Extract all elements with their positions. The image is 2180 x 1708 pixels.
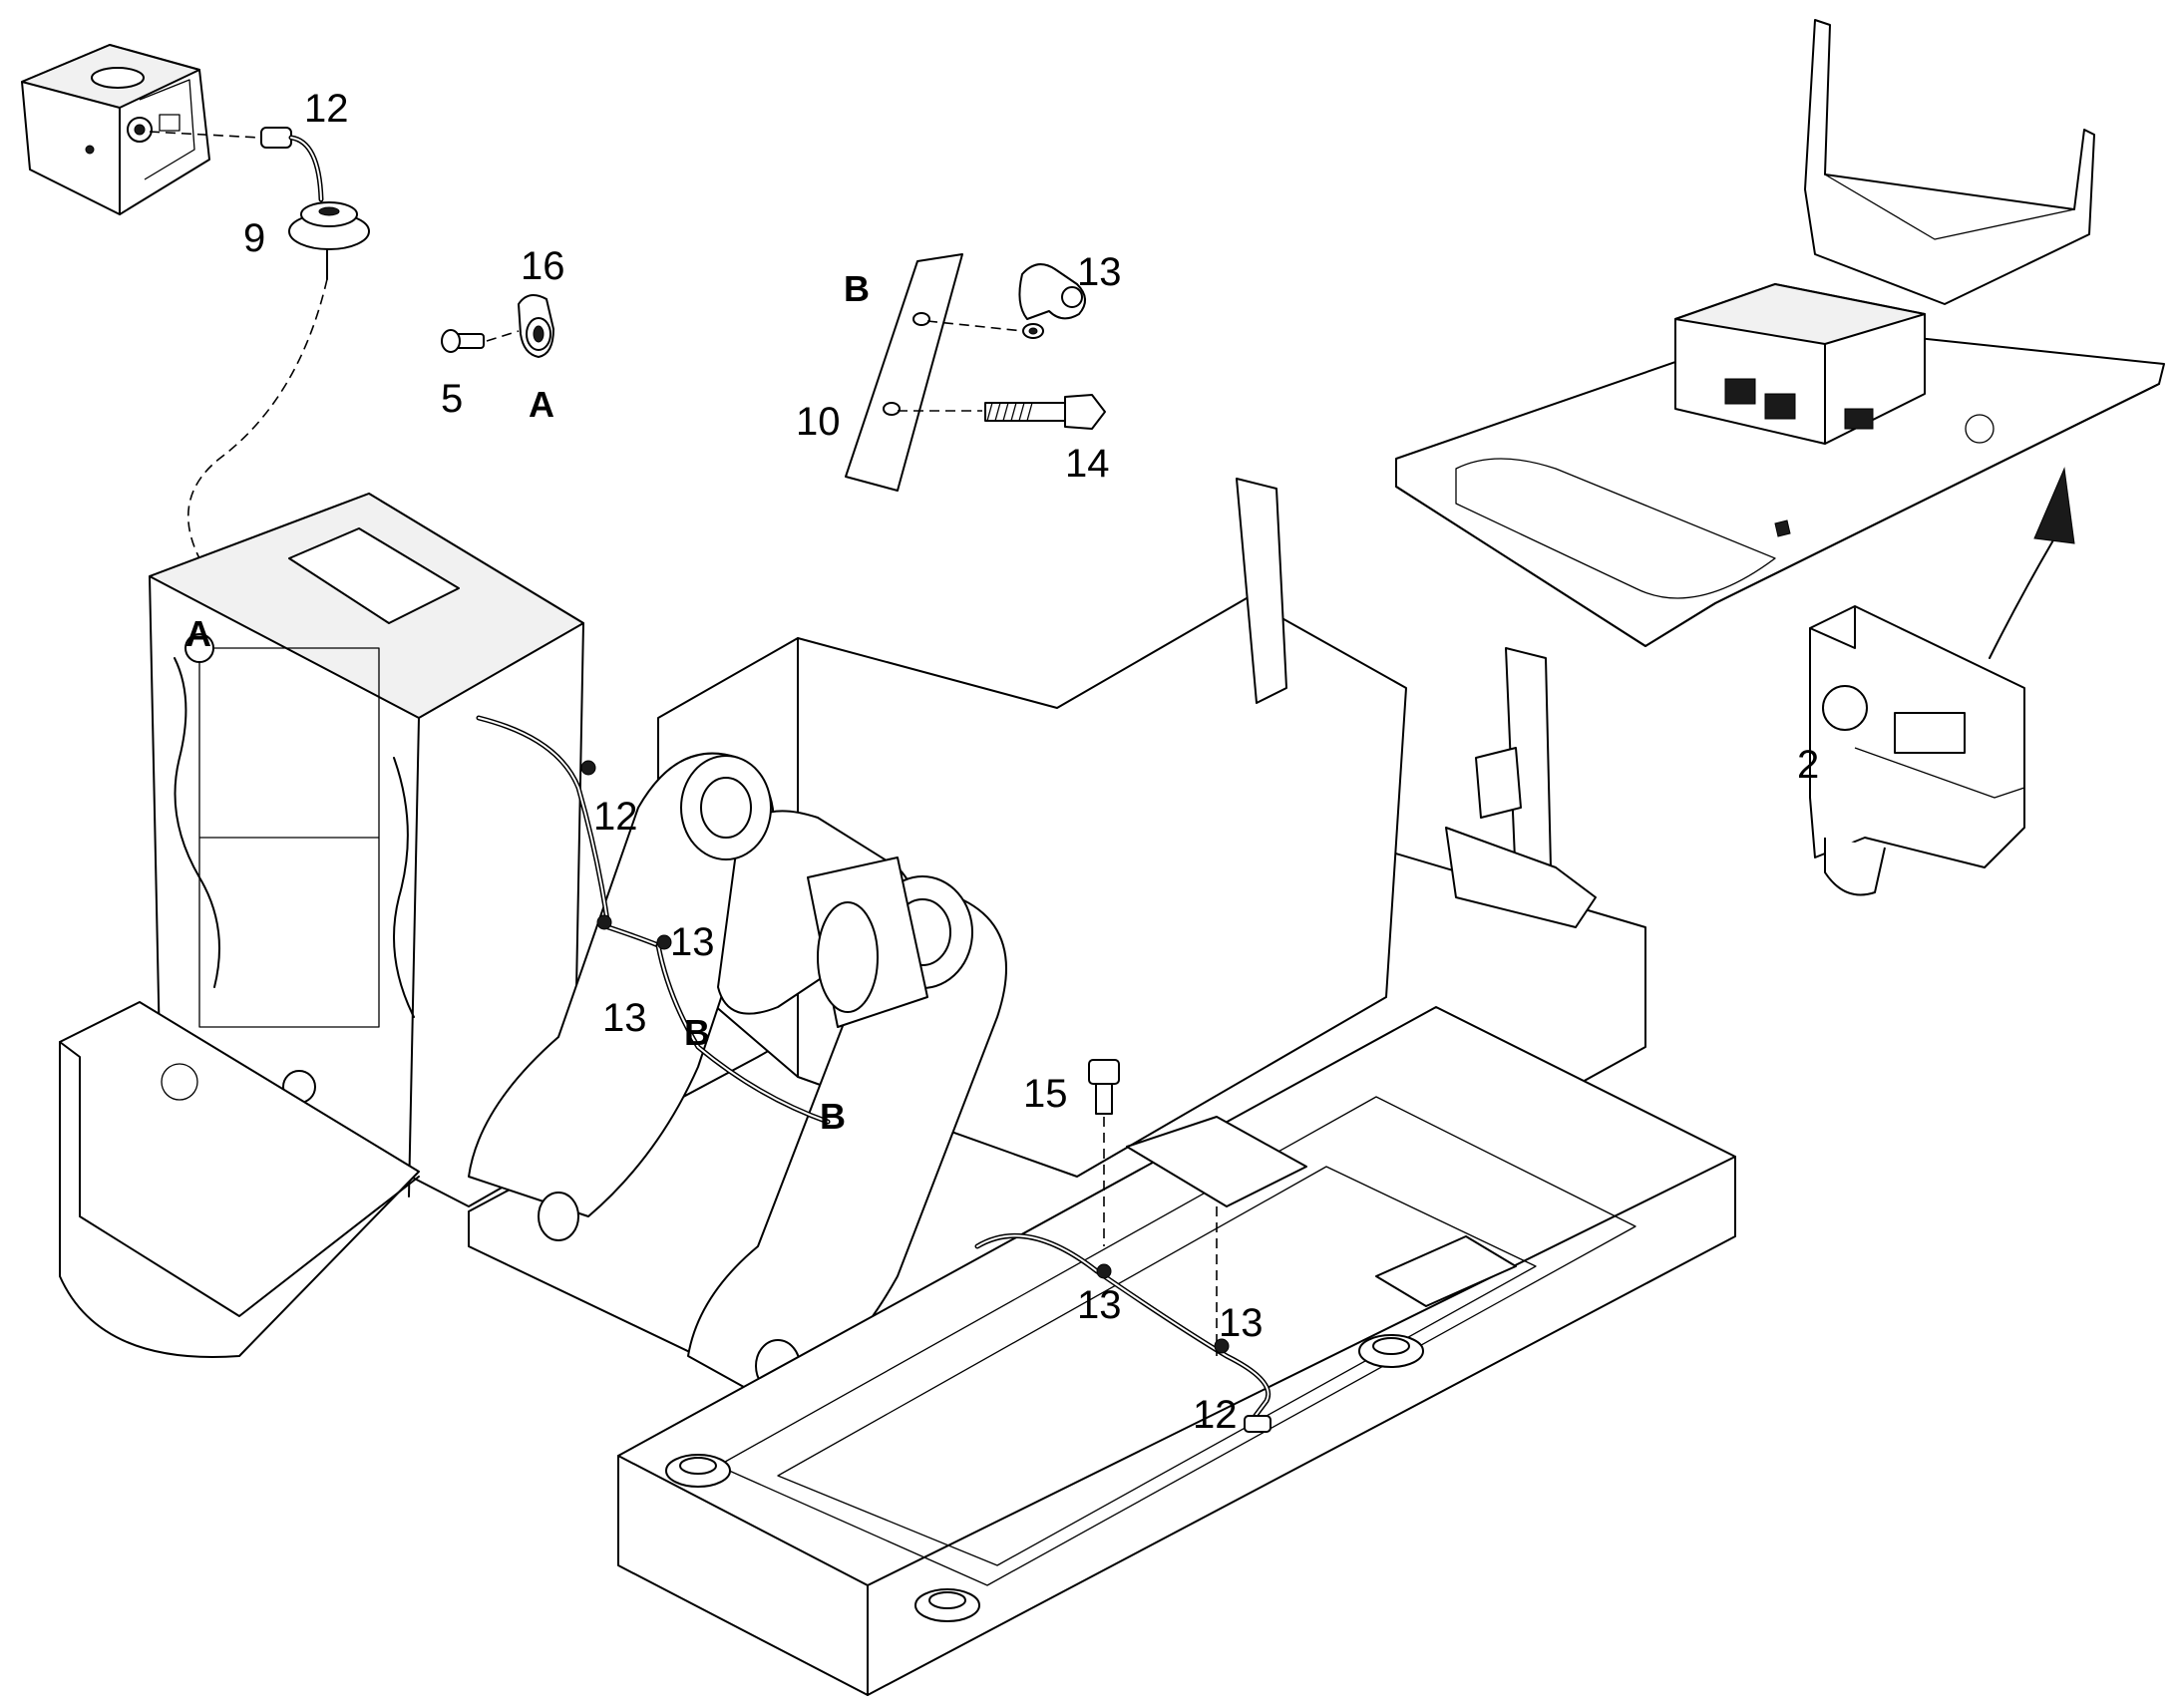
callout-b-mid-b: B bbox=[820, 1096, 846, 1137]
callout-12-top: 12 bbox=[304, 87, 349, 131]
callout-13-mid-a: 13 bbox=[670, 920, 715, 964]
connector-plug-12 bbox=[149, 127, 324, 202]
callout-10: 10 bbox=[796, 400, 841, 444]
detail-a-screw-5 bbox=[441, 329, 520, 353]
callout-13-low-b: 13 bbox=[1219, 1301, 1264, 1345]
harness-route-line bbox=[187, 278, 328, 559]
bolt-15 bbox=[1088, 1059, 1120, 1246]
callout-a-detail: A bbox=[529, 384, 554, 425]
control-box bbox=[21, 44, 210, 215]
assembly-arrow-line bbox=[1989, 537, 2055, 659]
counterweight bbox=[59, 1001, 420, 1358]
lower-frame bbox=[617, 1006, 1736, 1696]
callout-b-detail: B bbox=[844, 268, 870, 309]
callout-b-mid-a: B bbox=[684, 1012, 710, 1053]
detail-b-clamp-13 bbox=[926, 263, 1086, 339]
cover-plate-2 bbox=[1809, 605, 2025, 896]
detail-b-plate-10 bbox=[845, 253, 963, 492]
callout-14: 14 bbox=[1065, 442, 1110, 486]
assembly-arrow-head bbox=[2033, 467, 2075, 544]
callout-12-mid: 12 bbox=[593, 795, 638, 839]
detail-b-bolt-14 bbox=[898, 394, 1106, 430]
wiring-harness-upper bbox=[476, 715, 831, 1125]
wiring-harness-lower bbox=[974, 1206, 1272, 1433]
cooler-module bbox=[149, 493, 584, 1207]
detail-a-clamp-16 bbox=[518, 294, 554, 358]
callout-2: 2 bbox=[1797, 743, 1819, 787]
grommet-9 bbox=[288, 201, 370, 280]
callout-12-low: 12 bbox=[1193, 1393, 1238, 1437]
callout-9: 9 bbox=[243, 216, 265, 260]
boom-swing-bracket bbox=[468, 752, 1007, 1407]
callout-13-mid-b: 13 bbox=[602, 996, 647, 1040]
callout-13-low-a: 13 bbox=[1077, 1283, 1122, 1327]
callout-16: 16 bbox=[521, 244, 565, 288]
callout-5: 5 bbox=[441, 377, 463, 421]
callout-13-top: 13 bbox=[1077, 250, 1122, 294]
floor-plate-assembly bbox=[1395, 19, 2165, 647]
callout-a-frame: A bbox=[185, 613, 211, 654]
callout-15: 15 bbox=[1023, 1072, 1068, 1116]
